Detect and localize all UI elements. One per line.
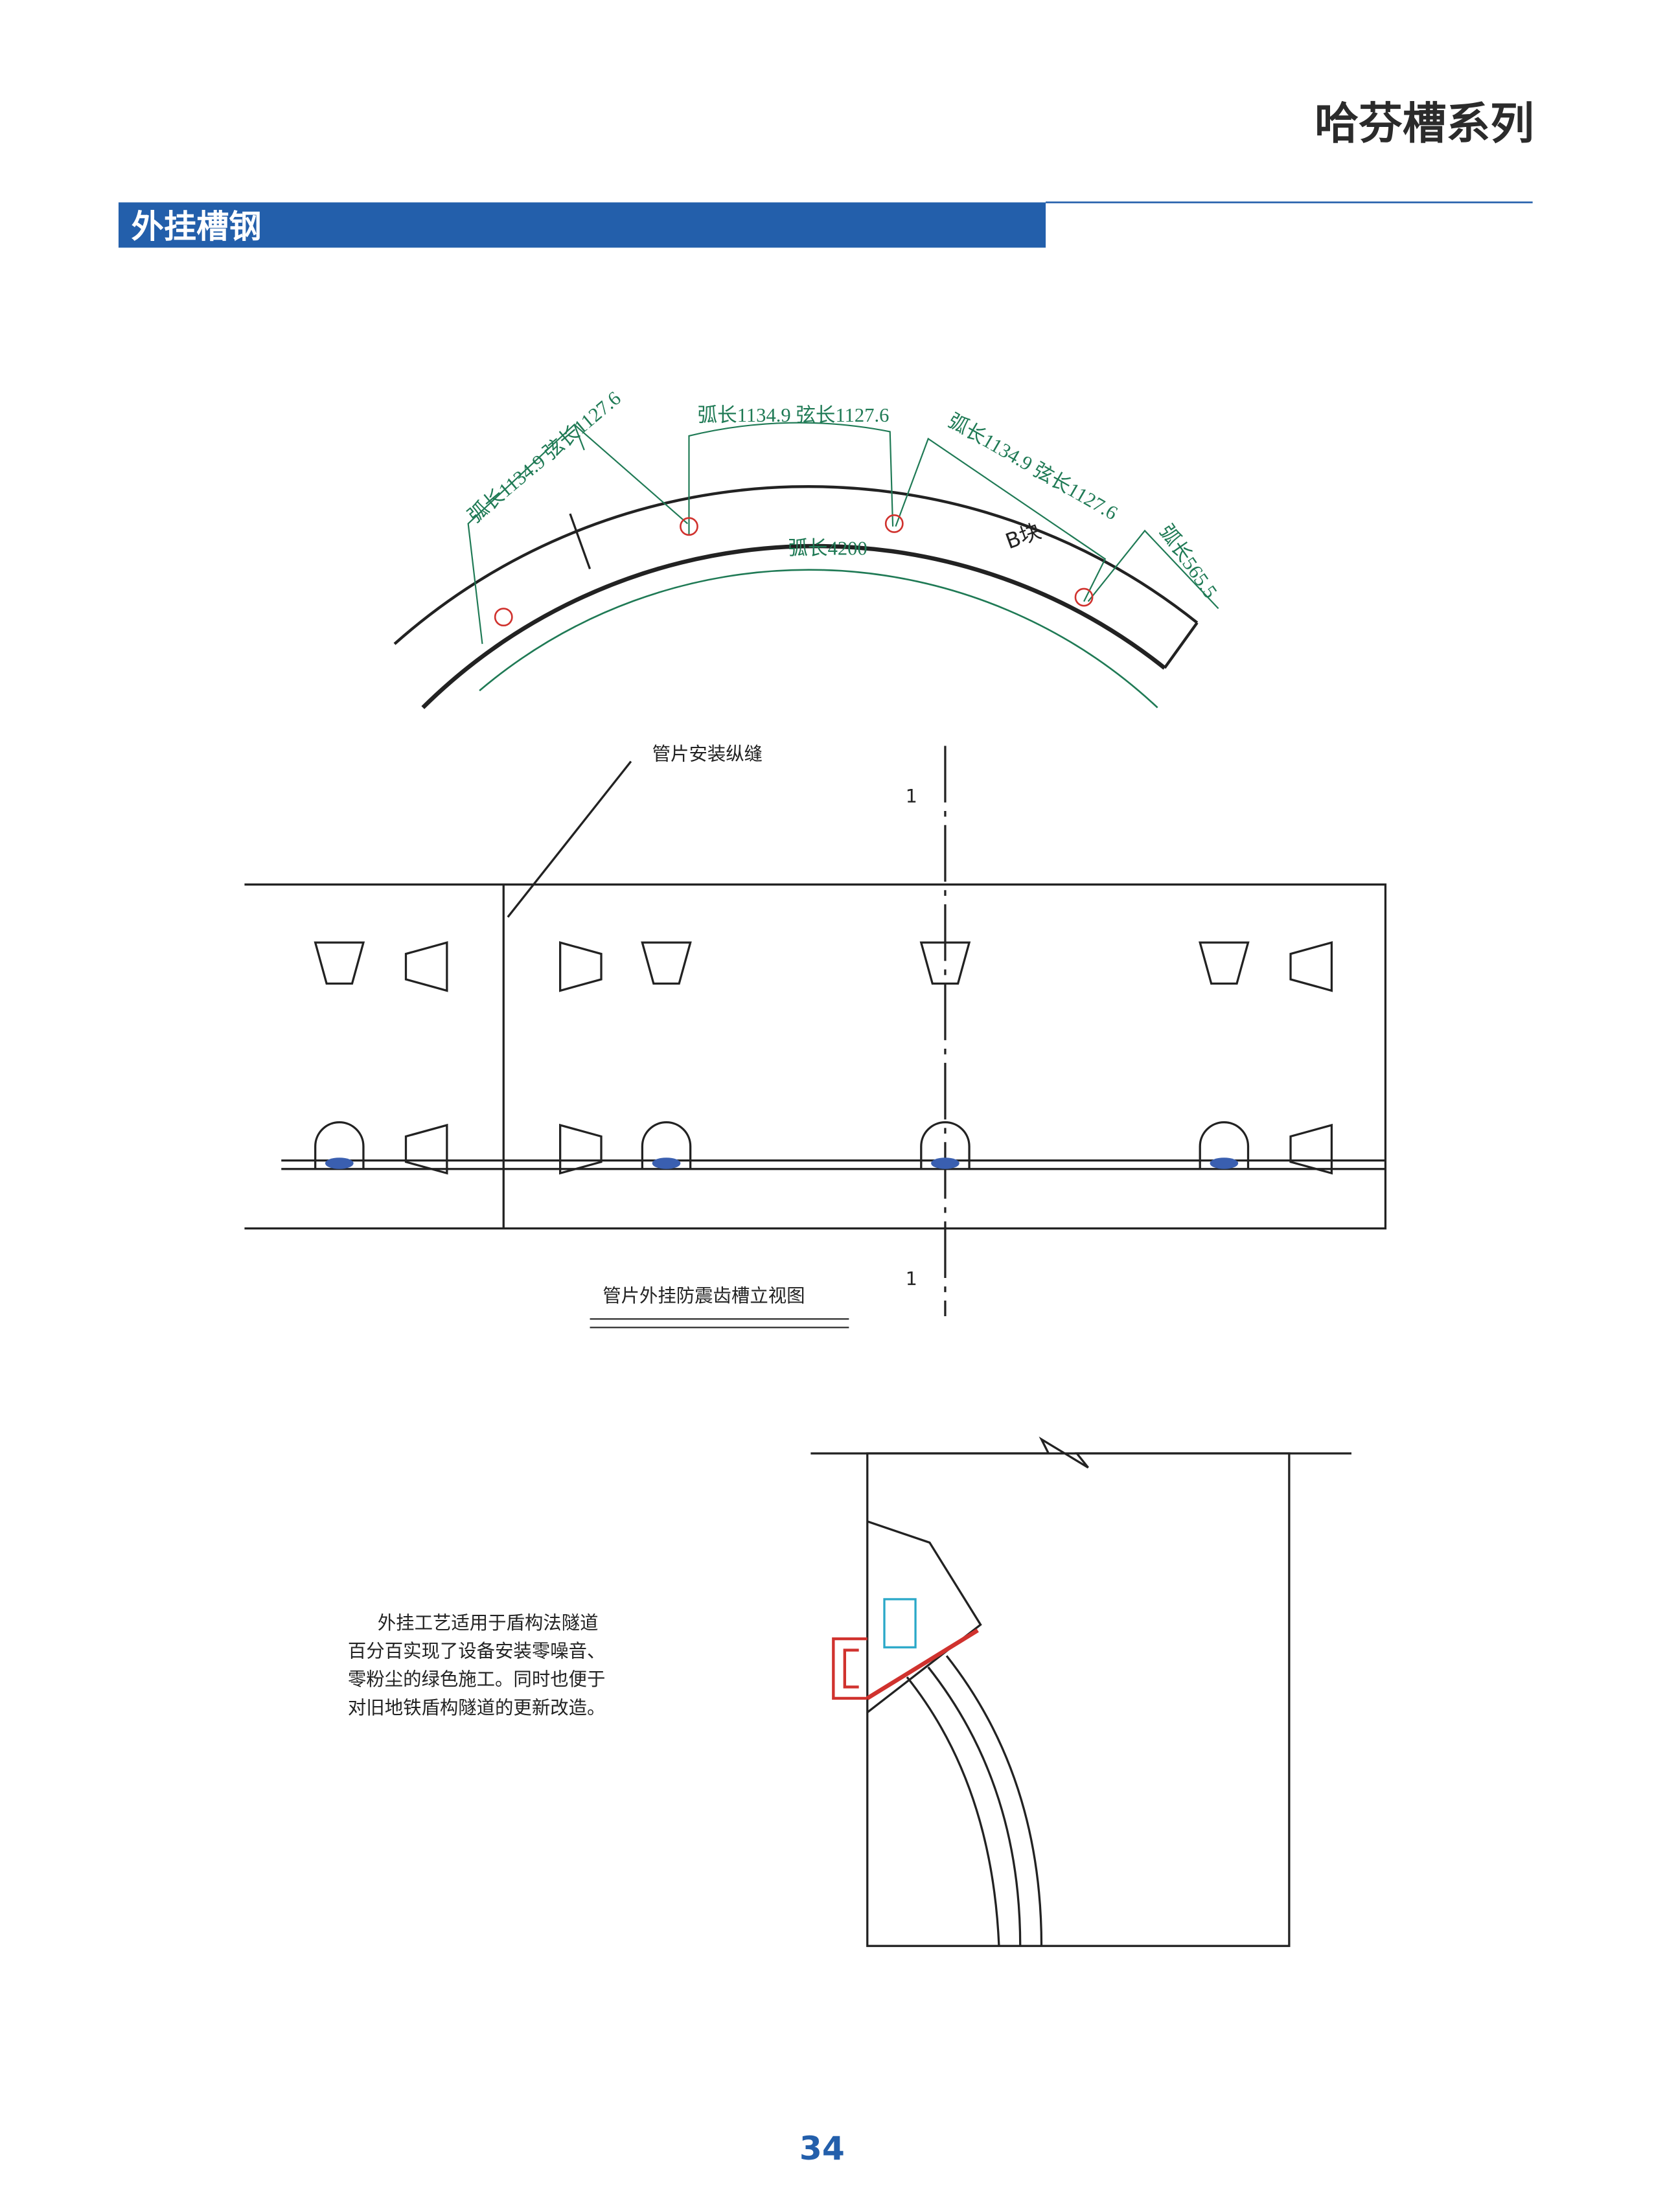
- description-line: 外挂工艺适用于盾构法隧道: [378, 1612, 599, 1634]
- bolt-head: [652, 1157, 681, 1169]
- description-line: 零粉尘的绿色施工。同时也便于: [348, 1669, 605, 1690]
- anchor-icon: [559, 941, 603, 992]
- elevation-outline: [244, 883, 1387, 1230]
- bolt-heads: [325, 1157, 1239, 1169]
- section-box: [866, 1452, 1291, 1947]
- page-number: 34: [799, 2129, 845, 2167]
- block-label: B块: [1002, 519, 1044, 554]
- segment-end-line: [1163, 622, 1199, 669]
- section-mark-bottom: 1: [906, 1268, 917, 1290]
- joint-label: 管片安装纵缝: [652, 743, 763, 764]
- channel-steel-icon: [832, 1637, 867, 1700]
- section-title: 外挂槽钢: [132, 207, 262, 245]
- elevation-caption: 管片外挂防震齿槽立视图: [603, 1285, 805, 1306]
- anchor-icon: [404, 941, 448, 992]
- caption-underline: [590, 1318, 849, 1328]
- section-title-bar: [118, 202, 1046, 248]
- segment-outer-arc: [393, 485, 1199, 645]
- dim-left-line: [467, 423, 689, 644]
- joint-leader: [507, 760, 632, 918]
- bolt-icon: [883, 1598, 917, 1648]
- anchor-icon: [404, 1123, 448, 1175]
- dim-total-label: 弧长4200: [788, 537, 867, 559]
- segment-curve: [906, 1655, 1043, 1946]
- anchor-marks: [494, 514, 1094, 627]
- anchor-row-bottom: [314, 1121, 1333, 1175]
- anchor-icon: [559, 1123, 603, 1175]
- bolt-head: [931, 1157, 959, 1169]
- anchor-icon: [920, 1121, 971, 1169]
- bolt-head: [325, 1157, 354, 1169]
- anchor-icon: [641, 941, 692, 985]
- dim-top-line: [688, 422, 894, 535]
- segment-joint-line: [569, 513, 592, 569]
- anchor-icon: [314, 1121, 365, 1169]
- anchor-icon: [641, 1121, 692, 1169]
- dim-total-arc: [479, 569, 1158, 709]
- series-title: 哈芬槽系列: [1315, 98, 1534, 149]
- anchor-mark: [680, 517, 698, 536]
- description-line: 对旧地铁盾构隧道的更新改造。: [348, 1697, 605, 1718]
- anchor-mark: [494, 608, 513, 627]
- anchor-mark: [1074, 587, 1094, 607]
- bolt-head: [1210, 1157, 1239, 1169]
- anchor-icon: [1199, 1121, 1250, 1169]
- anchor-row-top: [314, 941, 1333, 992]
- dim-right-line: [895, 437, 1107, 602]
- section-mark-top: 1: [906, 786, 917, 807]
- mounting-plate: [866, 1628, 979, 1700]
- channel-rail: [281, 1159, 1386, 1170]
- description-text: 外挂工艺适用于盾构法隧道 百分百实现了设备安装零噪音、 零粉尘的绿色施工。同时也…: [348, 1612, 605, 1718]
- description-line: 百分百实现了设备安装零噪音、: [348, 1641, 605, 1662]
- elevation-drawing: [244, 746, 1387, 1328]
- dim-end-line: [1087, 529, 1219, 610]
- dim-end-label: 弧长565.5: [1155, 521, 1221, 602]
- anchor-icon: [919, 941, 971, 985]
- segment-inner-arc: [421, 543, 1166, 709]
- anchor-icon: [1289, 1123, 1333, 1175]
- segment-arc-drawing: 弧长1134.9 弦长1127.6 弧长1134.9 弦长1127.6 弧长11…: [393, 387, 1222, 709]
- dim-left-label: 弧长1134.9 弦长1127.6: [464, 387, 625, 527]
- segment-edge: [866, 1520, 982, 1714]
- dim-top-label: 弧长1134.9 弦长1127.6: [698, 404, 890, 426]
- anchor-mark: [884, 514, 904, 533]
- anchor-icon: [314, 941, 365, 985]
- anchor-icon: [1289, 941, 1333, 992]
- anchor-icon: [1199, 941, 1250, 985]
- section-drawing: [810, 1436, 1352, 1947]
